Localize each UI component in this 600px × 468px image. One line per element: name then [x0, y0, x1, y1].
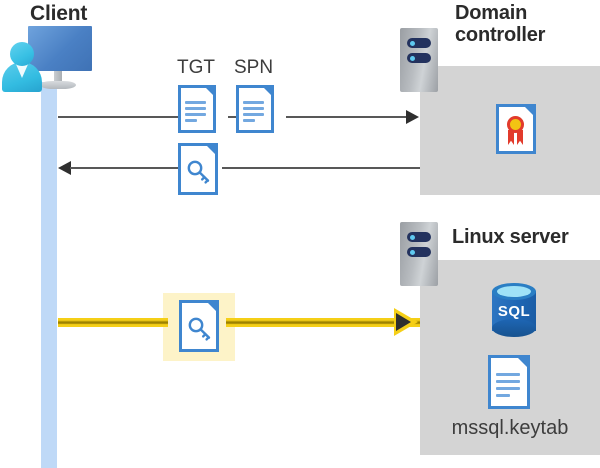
- keytab-file-icon: [488, 355, 530, 409]
- linux-server-title: Linux server: [452, 226, 569, 248]
- spn-label: SPN: [234, 57, 274, 78]
- request-line-segment-left: [58, 116, 178, 118]
- sql-cylinder-bottom: [492, 319, 536, 337]
- keytab-text-line: [496, 394, 510, 397]
- monitor-neck-shape: [54, 71, 62, 82]
- rack-pill-top: [407, 38, 431, 48]
- spn-text-line: [243, 119, 255, 122]
- tgt-text-line: [185, 101, 206, 104]
- tgt-text-line: [185, 119, 197, 122]
- rack-pill-bottom: [407, 53, 431, 63]
- sql-label: SQL: [497, 303, 531, 320]
- ticket-response-line-left: [70, 167, 178, 169]
- service-ticket-line-right: [226, 318, 420, 327]
- keytab-text-line: [496, 387, 520, 390]
- ticket-response-arrowhead: [58, 161, 71, 175]
- sql-cylinder-top-inner: [497, 286, 531, 297]
- request-line-segment-right: [286, 116, 406, 118]
- certificate-page: [496, 104, 536, 154]
- keytab-filename-label: mssql.keytab: [451, 417, 569, 439]
- domain-controller-server-rack-icon: [400, 28, 438, 92]
- keytab-page: [488, 355, 530, 409]
- tgt-text-line: [185, 107, 206, 110]
- rack-pill-bottom: [407, 247, 431, 257]
- ticket-response-line-right: [222, 167, 420, 169]
- spn-text-line: [243, 101, 264, 104]
- keytab-text-line: [496, 380, 520, 383]
- rack-led-top: [410, 40, 415, 46]
- key-glyph-icon: [188, 317, 211, 341]
- key-document-page: [178, 143, 218, 195]
- keytab-text-line: [496, 373, 520, 376]
- request-arrowhead: [406, 110, 419, 124]
- linux-server-rack-icon: [400, 222, 438, 286]
- service-ticket-line-left: [58, 318, 168, 327]
- spn-document-icon: [236, 85, 274, 133]
- tgt-document-icon: [178, 85, 216, 133]
- spn-page: [236, 85, 274, 133]
- spn-text-line: [243, 113, 264, 116]
- client-title: Client: [30, 2, 88, 25]
- spn-text-line: [243, 107, 264, 110]
- domain-controller-title-line1: Domain: [455, 2, 528, 24]
- key-glyph-icon: [187, 160, 210, 184]
- service-key-document-page: [179, 300, 219, 352]
- tgt-text-line: [185, 113, 206, 116]
- tgt-page: [178, 85, 216, 133]
- service-ticket-arrowhead-inner: [396, 313, 411, 331]
- tgt-label: TGT: [177, 57, 215, 78]
- monitor-screen-shape: [28, 26, 92, 71]
- rack-led-top: [410, 234, 415, 240]
- person-head-shape: [10, 42, 34, 66]
- certificate-icon: [496, 104, 536, 154]
- rack-led-bottom: [410, 55, 415, 61]
- monitor-base-shape: [40, 81, 76, 89]
- domain-controller-title: Domain controller: [455, 2, 595, 47]
- certificate-ribbon-left: [508, 130, 514, 145]
- client-workstation-icon: [2, 26, 94, 94]
- certificate-ribbon-right: [517, 130, 523, 145]
- sql-database-icon: SQL: [488, 283, 540, 339]
- client-lifeline: [41, 82, 57, 468]
- key-document-icon: [178, 143, 218, 195]
- domain-controller-title-line2: controller: [455, 24, 546, 47]
- rack-pill-top: [407, 232, 431, 242]
- rack-led-bottom: [410, 249, 415, 255]
- request-line-segment-mid: [228, 116, 236, 118]
- service-key-document-icon: [179, 300, 219, 352]
- certificate-seal: [507, 116, 524, 133]
